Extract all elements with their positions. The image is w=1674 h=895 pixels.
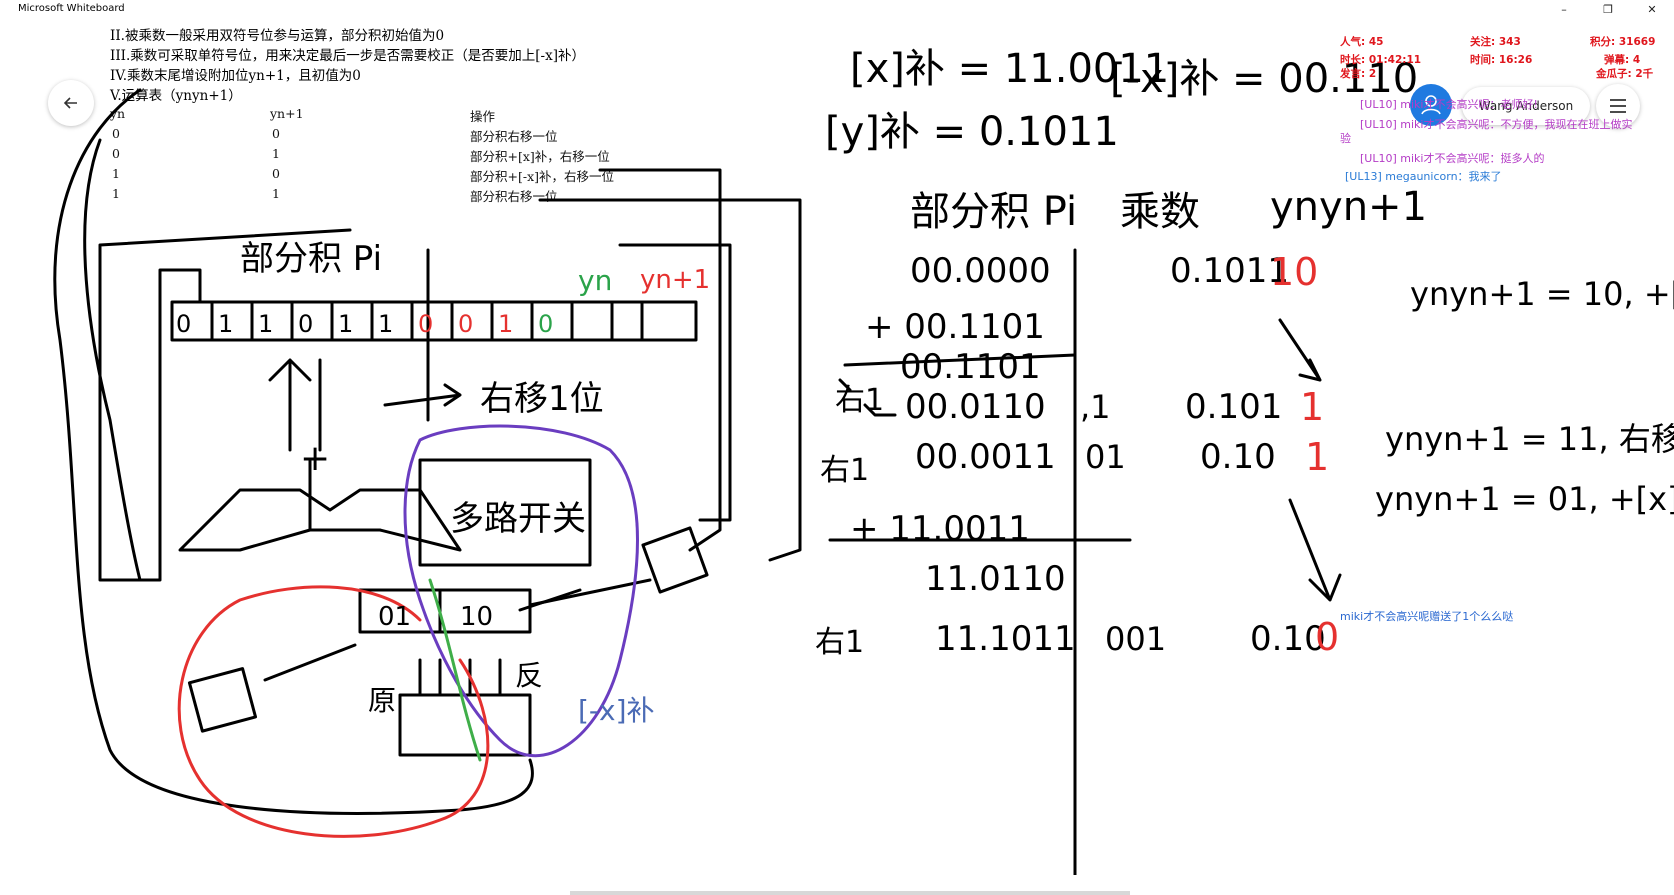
hw-shift-label: 右1 — [835, 383, 884, 418]
diagram-register-label: 部分积 Pi — [240, 239, 382, 279]
stat-duration: 时长: 01:42:11 — [1340, 54, 1422, 66]
hw-col-partial: 部分积 Pi — [910, 189, 1077, 235]
stat-time: 时间: 16:26 — [1470, 54, 1533, 66]
menu-button[interactable] — [1596, 84, 1640, 128]
hw-row: 00.0011 — [915, 437, 1056, 477]
doc-line-5: V.运算表（ynyn+1） — [110, 88, 242, 104]
doc-line-4: IV.乘数末尾增设附加位yn+1，且初值为0 — [110, 68, 361, 84]
table-header-yn1: yn+1 — [270, 106, 304, 121]
hw-y-complement: [y]补 = 0.1011 — [825, 109, 1119, 155]
hw-rule-10: ynyn+1 = 10, +[-x]补 — [1410, 275, 1674, 313]
chat-message: 验 — [1340, 132, 1351, 145]
hw-shift-label: 右1 — [815, 625, 864, 660]
selector-value: 10 — [460, 602, 493, 632]
gift-notice: miki才不会高兴呢赠送了1个么么哒 — [1340, 610, 1514, 623]
hw-multiplier: 0.10 — [1250, 619, 1326, 659]
hw-col-ynyn1: ynyn+1 — [1270, 184, 1427, 230]
table-cell: 1 — [112, 166, 120, 181]
table-cell: 0 — [112, 146, 120, 161]
register-bit: 0 — [458, 310, 473, 338]
hw-bits: ,1 — [1080, 388, 1111, 426]
register-bit: 1 — [218, 310, 233, 338]
doc-line-2: II.被乘数一般采用双符号位参与运算，部分积初始值为0 — [110, 28, 445, 44]
hw-row: 00.0110 — [905, 387, 1046, 427]
stat-points: 积分: 31669 — [1590, 36, 1656, 48]
stat-follows: 关注: 343 — [1470, 36, 1521, 48]
chat-message: [UL10] miki才不会高兴呢：挺多人的 — [1360, 152, 1545, 165]
hw-col-multiplier: 乘数 — [1120, 189, 1200, 235]
app-title: Microsoft Whiteboard — [18, 3, 125, 14]
hw-yn-bits: 1 — [1300, 385, 1324, 429]
hw-rule-01: ynyn+1 = 01, +[x]补 — [1375, 480, 1674, 518]
doc-line-3: III.乘数可采取单符号位，用来决定最后一步是否需要校正（是否要加上[-x]补） — [110, 48, 585, 64]
stat-speeches: 发言: 2 — [1340, 68, 1377, 80]
hw-shift-label: 右1 — [820, 453, 869, 488]
hw-row: + 00.1101 — [865, 307, 1045, 347]
ink-layer[interactable]: 部分积 Pi 0 1 1 0 1 1 0 0 1 0 yn yn+1 右移1位 … — [0, 20, 1674, 875]
table-cell: 0 — [112, 126, 120, 141]
hw-yn-bits: 0 — [1315, 615, 1339, 659]
table-cell: 1 — [272, 186, 280, 201]
diagram-shift-label: 右移1位 — [480, 379, 604, 419]
register-bit: 1 — [338, 310, 353, 338]
register-bit: 0 — [176, 310, 191, 338]
register-bit: 0 — [418, 310, 433, 338]
diagram-x-label: [-x]补 — [578, 694, 655, 727]
hamburger-menu-icon — [1610, 99, 1626, 113]
hw-row: 00.0000 — [910, 251, 1051, 291]
table-cell: 部分积+[x]补，右移一位 — [470, 149, 610, 164]
table-cell: 部分积右移一位 — [470, 129, 558, 144]
maximize-button[interactable]: ❐ — [1603, 3, 1613, 16]
user-button[interactable] — [1410, 84, 1452, 126]
person-icon — [1421, 95, 1441, 115]
register-bit: 0 — [298, 310, 313, 338]
hw-multiplier: 0.10 — [1200, 437, 1276, 477]
title-bar: Microsoft Whiteboard – ❐ ✕ — [0, 0, 1674, 20]
hw-row: 11.0110 — [925, 559, 1066, 599]
minimize-button[interactable]: – — [1561, 3, 1567, 16]
table-cell: 0 — [272, 126, 280, 141]
register-bit: 0 — [538, 310, 553, 338]
hw-row: + 11.0011 — [850, 509, 1030, 549]
table-cell: 1 — [112, 186, 120, 201]
chat-message: [UL10] miki才不会高兴呢：老师好! — [1360, 98, 1538, 111]
table-cell: 部分积右移一位 — [470, 189, 558, 204]
hw-multiplier: 0.1011 — [1170, 251, 1289, 291]
diagram-neg-label: 反 — [515, 659, 543, 692]
register-bit: 1 — [498, 310, 513, 338]
stat-danmaku: 弹幕: 4 — [1604, 54, 1641, 66]
stat-popularity: 人气: 45 — [1340, 36, 1384, 48]
diagram-pos-label: 原 — [368, 684, 396, 717]
diagram-switch-label: 多路开关 — [450, 499, 586, 539]
register-bit: 1 — [258, 310, 273, 338]
arrow-left-icon — [63, 97, 77, 109]
back-button[interactable] — [48, 80, 94, 126]
diagram-yn1-label: yn+1 — [640, 265, 710, 295]
hw-row: 11.1011 — [935, 619, 1076, 659]
diagram-adder-label: + — [300, 438, 330, 479]
chat-message: [UL13] megaunicorn：我来了 — [1345, 170, 1502, 183]
hw-x-complement: [x]补 = 11.0011 — [850, 46, 1169, 92]
register-bit: 1 — [378, 310, 393, 338]
close-button[interactable]: ✕ — [1647, 3, 1657, 16]
hw-multiplier: 0.101 — [1185, 387, 1282, 427]
hw-yn-bits: 10 — [1270, 250, 1318, 294]
hw-row: 00.1101 — [900, 347, 1041, 387]
chat-message: [UL10] miki才不会高兴呢：不方便，我现在在班上做实 — [1360, 118, 1633, 131]
horizontal-scrollbar[interactable] — [570, 891, 1130, 895]
diagram-yn-label: yn — [578, 264, 612, 297]
hw-bits: 01 — [1085, 438, 1126, 476]
stat-seeds: 金瓜子: 2千 — [1596, 68, 1654, 80]
table-cell: 0 — [272, 166, 280, 181]
selector-value: 01 — [378, 602, 411, 632]
hw-negx-complement: [-x]补 = 00.110 — [1110, 56, 1418, 102]
hw-rule-11: ynyn+1 = 11, 右移1 — [1385, 420, 1674, 458]
table-cell: 部分积+[-x]补，右移一位 — [470, 169, 615, 184]
whiteboard-canvas[interactable]: II.被乘数一般采用双符号位参与运算，部分积初始值为0 III.乘数可采取单符号… — [0, 20, 1674, 895]
user-name-chip[interactable]: Wang Anderson — [1462, 87, 1590, 125]
table-header-op: 操作 — [470, 109, 496, 124]
table-cell: 1 — [272, 146, 280, 161]
hw-bits: 001 — [1105, 620, 1166, 658]
hw-yn-bits: 1 — [1305, 435, 1329, 479]
